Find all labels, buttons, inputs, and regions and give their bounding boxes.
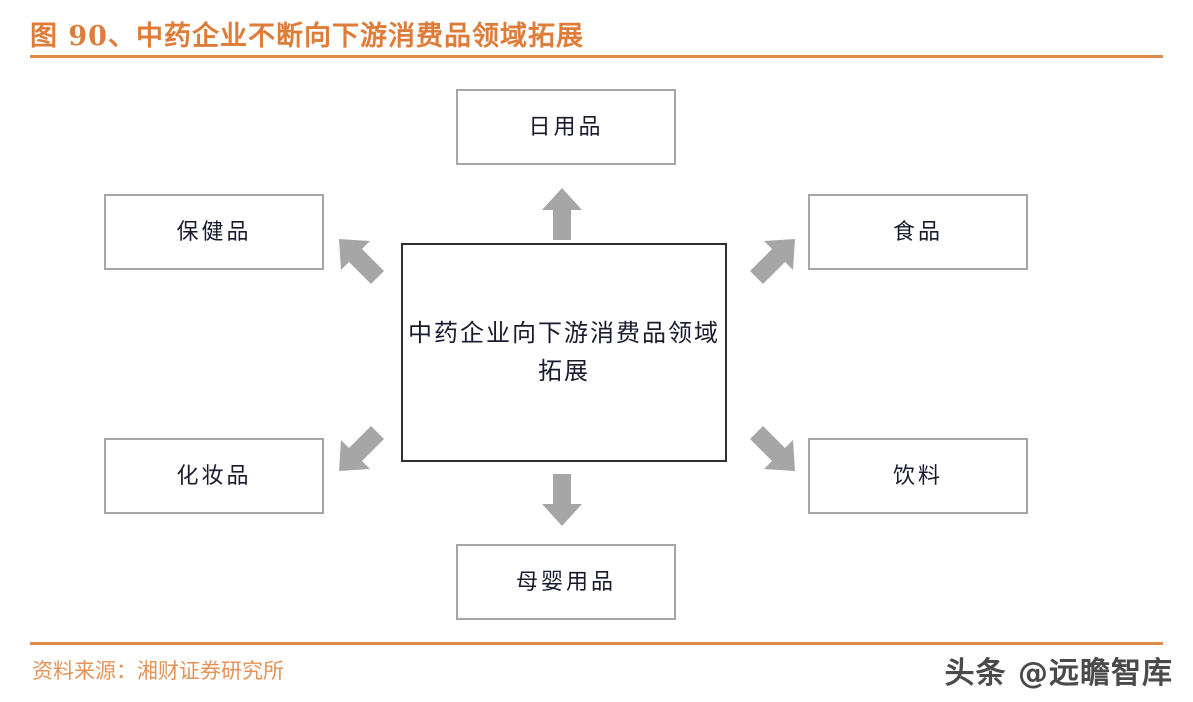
footer-divider (30, 642, 1163, 645)
node-label-health-care: 保健品 (176, 219, 252, 245)
arrow-up-left-icon (336, 236, 390, 290)
node-box-mother-baby[interactable]: 母婴用品 (456, 544, 676, 620)
node-label-beverage: 饮料 (892, 463, 943, 489)
node-label-mother-baby: 母婴用品 (515, 569, 616, 595)
watermark-label: 头条 @远瞻智库 (944, 656, 1173, 691)
node-box-health-care[interactable]: 保健品 (104, 194, 324, 270)
node-label-cosmetics: 化妆品 (176, 463, 252, 489)
arrow-up-right-icon (744, 236, 798, 290)
arrow-down-left-icon (336, 420, 390, 474)
node-box-daily-goods[interactable]: 日用品 (456, 89, 676, 165)
arrow-down-right-icon (744, 420, 798, 474)
center-node-label: 中药企业向下游消费品领域拓展 (408, 319, 720, 385)
page-title: 图 90、中药企业不断向下游消费品领域拓展 (30, 21, 584, 52)
node-label-food: 食品 (892, 219, 943, 245)
arrow-down-icon (540, 472, 584, 528)
arrow-up-icon (540, 186, 584, 242)
node-box-cosmetics[interactable]: 化妆品 (104, 438, 324, 514)
node-box-beverage[interactable]: 饮料 (808, 438, 1028, 514)
node-box-food[interactable]: 食品 (808, 194, 1028, 270)
node-label-daily-goods: 日用品 (528, 114, 604, 140)
source-note: 资料来源：湘财证券研究所 (32, 659, 284, 683)
center-node-box[interactable]: 中药企业向下游消费品领域拓展 (401, 243, 727, 462)
title-divider (30, 55, 1163, 58)
